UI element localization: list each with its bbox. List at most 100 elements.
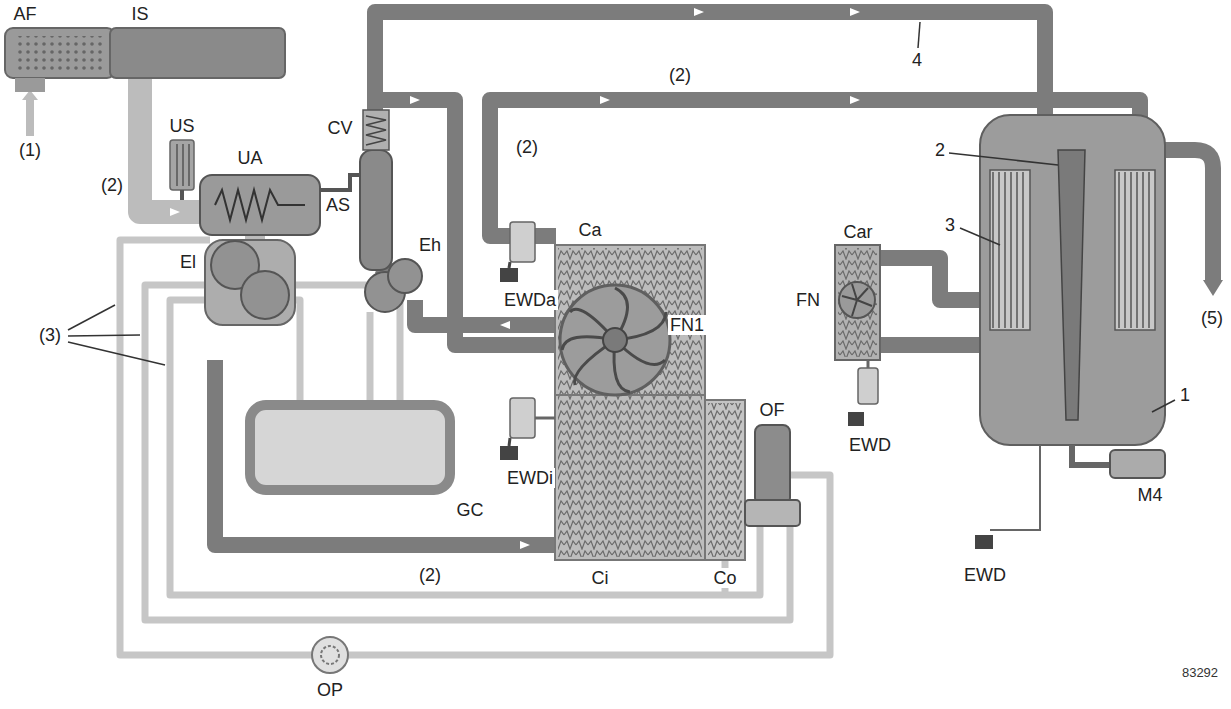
oil-pump xyxy=(312,637,348,673)
fan xyxy=(603,328,627,352)
part-label: AS xyxy=(324,195,352,215)
callout-number: (2) xyxy=(99,175,125,195)
part-label: Ca xyxy=(576,220,603,240)
part-label: Ci xyxy=(590,568,611,588)
leader-line xyxy=(960,228,1000,245)
oil-line xyxy=(367,312,374,410)
callout-number: (2) xyxy=(667,65,693,85)
leader-line xyxy=(68,342,165,365)
after-cooler xyxy=(835,245,880,360)
callout-number: 2 xyxy=(933,140,947,160)
leader-line xyxy=(68,335,140,336)
callout-number: (2) xyxy=(417,565,443,585)
part-label: UA xyxy=(235,148,264,168)
part-label: M4 xyxy=(1135,485,1164,505)
air-pipe xyxy=(375,100,558,345)
fan xyxy=(562,288,666,392)
oil-line xyxy=(120,240,830,655)
drain xyxy=(500,268,518,282)
callout-number: (1) xyxy=(17,140,43,160)
part-label: OP xyxy=(315,680,345,700)
inlet-arrow xyxy=(26,100,34,136)
part-label: Car xyxy=(841,222,874,242)
air-separator xyxy=(360,150,392,270)
part-label: FN1 xyxy=(668,315,706,335)
leader-line xyxy=(1152,400,1175,412)
intake-pipe xyxy=(140,78,205,212)
part-label: EWDi xyxy=(505,468,555,488)
unloader xyxy=(200,175,320,235)
separator-element xyxy=(990,170,1030,330)
check-valve xyxy=(366,116,386,145)
motor-shaft xyxy=(1072,445,1110,465)
fan xyxy=(839,282,875,318)
oil-line xyxy=(120,240,830,655)
part-label: OF xyxy=(758,400,787,420)
part-label: Co xyxy=(711,568,738,588)
callout-number: (5) xyxy=(1199,308,1225,328)
part-label: EWD xyxy=(962,565,1008,585)
drain xyxy=(535,417,555,420)
flow-arrow xyxy=(170,8,860,549)
flow-arrow xyxy=(694,8,704,16)
part-label: US xyxy=(167,116,196,136)
callout-number: 83292 xyxy=(1180,665,1220,680)
part-label: AF xyxy=(11,4,38,24)
separator-vessel xyxy=(980,115,1165,445)
drain xyxy=(867,360,870,368)
after-cooler xyxy=(838,248,877,357)
intake-pipe xyxy=(140,78,205,212)
air-pipe xyxy=(880,258,982,300)
flow-arrow xyxy=(410,96,420,104)
outlet-arrow xyxy=(1203,280,1223,296)
cooler xyxy=(555,245,705,560)
drain xyxy=(509,438,510,446)
oil-cooler xyxy=(708,403,742,557)
part-label: IS xyxy=(129,4,150,24)
oil-filter xyxy=(745,500,800,526)
flow-arrow xyxy=(520,541,530,549)
part-label: EWD xyxy=(847,435,893,455)
part-label: El xyxy=(178,252,198,272)
part-label: Eh xyxy=(417,235,443,255)
part-label: CV xyxy=(325,118,354,138)
drain xyxy=(510,398,535,438)
drain xyxy=(500,446,518,460)
control-line xyxy=(180,190,184,200)
oil-filter xyxy=(755,425,790,505)
air-pipe xyxy=(375,12,1045,150)
separator-element xyxy=(992,172,1028,328)
oil-pump xyxy=(321,646,339,664)
part-label: EWDa xyxy=(502,290,558,310)
compressor-element xyxy=(205,240,295,325)
flow-arrow xyxy=(170,208,180,216)
air-pipe xyxy=(880,337,982,353)
fan xyxy=(560,285,670,395)
flow-arrow xyxy=(600,96,610,104)
part-label: GC xyxy=(455,500,486,520)
cooler xyxy=(558,248,702,557)
drain xyxy=(510,222,535,262)
leader-line xyxy=(918,22,920,48)
fan xyxy=(842,284,872,316)
drain xyxy=(990,445,1040,530)
control-line xyxy=(320,175,360,190)
callout-number: 3 xyxy=(943,215,957,235)
compressor-element xyxy=(388,259,422,293)
unloader-spring xyxy=(215,190,305,220)
check-valve xyxy=(363,110,389,150)
flow-arrow xyxy=(850,96,860,104)
separator-element xyxy=(1115,170,1155,330)
drain xyxy=(975,535,993,549)
drain xyxy=(858,368,878,404)
silencer-us xyxy=(170,140,194,190)
leader-line xyxy=(68,305,115,330)
drain xyxy=(509,262,510,268)
air-filter xyxy=(15,78,45,92)
silencer xyxy=(110,28,285,78)
air-pipe xyxy=(215,360,558,545)
air-filter xyxy=(15,36,105,70)
callout-number: 4 xyxy=(910,50,924,70)
leader-line xyxy=(68,22,1175,412)
